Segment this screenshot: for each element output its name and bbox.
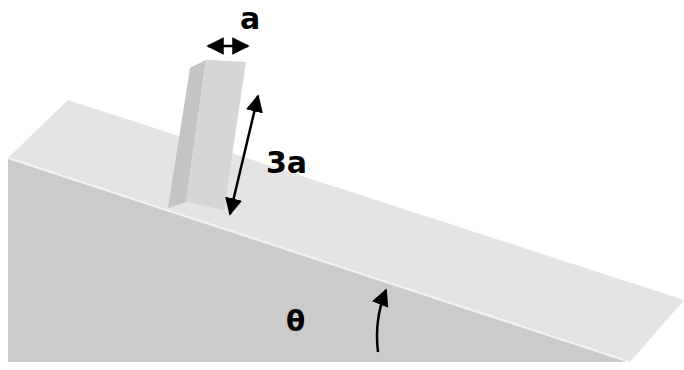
- dimension-label: 3a: [266, 148, 307, 178]
- dimension-arrow: [208, 45, 248, 48]
- incline-top: [8, 100, 684, 362]
- incline-front: [8, 158, 630, 362]
- dimension-label: a: [240, 4, 260, 34]
- angle-arrow: [377, 290, 386, 352]
- angle-label: θ: [286, 308, 305, 336]
- incline-edge: [8, 158, 630, 362]
- dimension-arrow: [230, 96, 258, 214]
